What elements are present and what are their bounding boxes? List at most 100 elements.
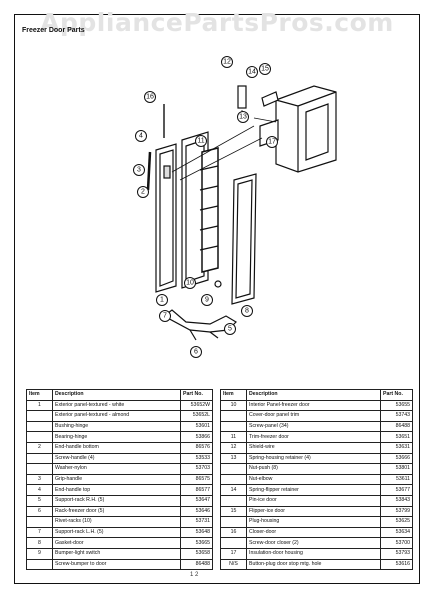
shield-wire-part [237, 85, 247, 109]
page-footer: 1 2 [190, 572, 199, 578]
callout-6[interactable]: 6 [190, 346, 202, 358]
item-cell: 12 [220, 441, 247, 454]
part-number-cell: 53665 [180, 537, 213, 549]
part-number-cell: 53866 [180, 431, 213, 443]
description-cell: End-handle bottom [52, 441, 181, 454]
svg-text:14: 14 [248, 69, 256, 76]
callout-3[interactable]: 3 [133, 164, 145, 176]
svg-text:4: 4 [139, 133, 143, 140]
svg-text:9: 9 [205, 297, 209, 304]
part-number-cell: 53652L [180, 410, 213, 422]
item-cell: 11 [220, 431, 247, 443]
part-number-cell: 53666 [380, 452, 413, 465]
description-cell: Grip-handle [52, 473, 181, 486]
description-cell: Bumper-light switch [52, 547, 181, 560]
description-cell: Cover-door panel trim [246, 410, 381, 422]
callout-11[interactable]: 11 [195, 135, 207, 147]
header-item: Item [220, 389, 247, 401]
svg-text:1: 1 [160, 297, 164, 304]
part-number-cell: 53601 [180, 420, 213, 433]
part-number-cell: 53634 [380, 526, 413, 539]
item-cell: 2 [26, 441, 53, 454]
description-cell: Exterior panel-textured - almond [52, 410, 181, 422]
callout-13[interactable]: 13 [237, 111, 249, 123]
callout-1[interactable]: 1 [156, 294, 168, 306]
svg-text:11: 11 [197, 138, 204, 145]
svg-text:3: 3 [137, 167, 141, 174]
description-cell: Insulation-door housing [246, 547, 381, 560]
item-cell [220, 410, 247, 422]
callout-2[interactable]: 2 [137, 186, 149, 198]
item-cell [26, 516, 53, 528]
callout-10[interactable]: 10 [184, 277, 196, 289]
header-part-number: Part No. [180, 389, 213, 401]
item-cell: 6 [26, 505, 53, 518]
description-cell: Nut-push (8) [246, 463, 381, 475]
callout-12[interactable]: 12 [221, 56, 233, 68]
part-number-cell: 53731 [180, 516, 213, 528]
svg-text:7: 7 [163, 313, 167, 320]
description-cell: Screw-bumper to door [52, 558, 181, 571]
part-number-cell: 53677 [380, 484, 413, 496]
svg-text:6: 6 [194, 349, 198, 356]
part-number-cell: 53533 [180, 452, 213, 465]
description-cell: Screw-door closer (2) [246, 537, 381, 549]
callout-9[interactable]: 9 [201, 294, 213, 306]
description-cell: Support-rack L.H. (5) [52, 526, 181, 539]
description-cell: Spring-housing retainer (4) [246, 452, 381, 465]
description-cell: Shield-wire [246, 441, 381, 454]
svg-text:12: 12 [223, 59, 231, 66]
callout-14[interactable]: 14 [246, 66, 258, 78]
description-cell: Interior Panel-freezer door [246, 399, 381, 412]
table-row: Screw-door closer (2)53700 [220, 537, 413, 549]
part-number-cell: 53843 [380, 494, 413, 507]
svg-text:2: 2 [141, 189, 145, 196]
callout-15[interactable]: 15 [259, 63, 271, 75]
item-cell [26, 463, 53, 475]
callout-7[interactable]: 7 [159, 310, 171, 322]
item-cell: 1 [26, 399, 53, 412]
bumper-part [214, 280, 222, 288]
description-cell: Bushing-hinge [52, 420, 181, 433]
item-cell [26, 452, 53, 465]
part-number-cell: 53658 [180, 547, 213, 560]
table-row: Nut-push (8)53801 [220, 463, 413, 475]
callout-8[interactable]: 8 [241, 305, 253, 317]
part-number-cell: 53703 [180, 463, 213, 475]
description-cell: Bearing-hinge [52, 431, 181, 443]
svg-text:16: 16 [146, 94, 154, 101]
callout-5[interactable]: 5 [224, 323, 236, 335]
callout-4[interactable]: 4 [135, 130, 147, 142]
item-cell: 8 [26, 537, 53, 549]
callout-17[interactable]: 17 [266, 136, 278, 148]
description-cell: Plug-housing [246, 516, 381, 528]
table-header-row: Item Description Part No. [26, 389, 213, 401]
item-cell: 9 [26, 547, 53, 560]
table-header-row: Item Description Part No. [220, 389, 413, 401]
callout-16[interactable]: 16 [144, 91, 156, 103]
item-cell: 3 [26, 473, 53, 486]
description-cell: Rack-freezer door (5) [52, 505, 181, 518]
part-number-cell: 53651 [380, 431, 413, 443]
part-number-cell: 86575 [180, 473, 213, 486]
description-cell: Support-rack R.H. (5) [52, 494, 181, 507]
